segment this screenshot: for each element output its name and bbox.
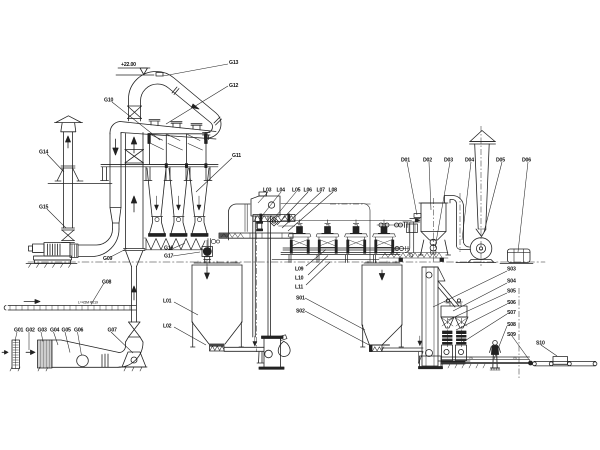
svg-text:L06: L06 bbox=[304, 188, 313, 194]
svg-text:G16: G16 bbox=[164, 246, 174, 252]
svg-text:G03: G03 bbox=[38, 328, 48, 334]
svg-text:S09: S09 bbox=[507, 332, 516, 338]
svg-text:G06: G06 bbox=[74, 328, 84, 334]
svg-text:+22.00: +22.00 bbox=[121, 62, 136, 68]
svg-text:S04: S04 bbox=[507, 279, 516, 285]
svg-text:D01: D01 bbox=[401, 158, 410, 164]
svg-text:D05: D05 bbox=[496, 158, 505, 164]
svg-text:L07: L07 bbox=[317, 188, 326, 194]
svg-text:S03: S03 bbox=[507, 267, 516, 273]
svg-text:G09: G09 bbox=[103, 256, 113, 262]
svg-text:S02: S02 bbox=[296, 309, 305, 315]
svg-text:L02: L02 bbox=[163, 324, 172, 330]
svg-text:L=4.5M Φ219: L=4.5M Φ219 bbox=[78, 301, 98, 305]
svg-text:G08: G08 bbox=[102, 280, 112, 286]
svg-text:G07: G07 bbox=[108, 328, 118, 334]
svg-text:L11: L11 bbox=[295, 285, 303, 291]
svg-text:D03: D03 bbox=[444, 158, 453, 164]
svg-text:G15: G15 bbox=[39, 205, 49, 211]
svg-text:L05: L05 bbox=[292, 188, 301, 194]
svg-text:G02: G02 bbox=[26, 328, 36, 334]
svg-text:L10: L10 bbox=[295, 276, 304, 282]
svg-text:S10: S10 bbox=[536, 341, 545, 347]
svg-text:D02: D02 bbox=[423, 158, 432, 164]
svg-text:G14: G14 bbox=[39, 150, 49, 156]
svg-text:G17: G17 bbox=[164, 254, 174, 260]
svg-text:S07: S07 bbox=[507, 310, 516, 316]
svg-text:L03: L03 bbox=[263, 188, 272, 194]
svg-text:G01: G01 bbox=[14, 328, 24, 334]
svg-text:G10: G10 bbox=[104, 98, 114, 104]
svg-text:G05: G05 bbox=[62, 328, 72, 334]
svg-text:L09: L09 bbox=[295, 267, 304, 273]
svg-text:G11: G11 bbox=[232, 153, 241, 159]
svg-text:D06: D06 bbox=[522, 158, 531, 164]
svg-text:G12: G12 bbox=[229, 83, 239, 89]
svg-text:S05: S05 bbox=[507, 289, 516, 295]
svg-text:D04: D04 bbox=[465, 158, 474, 164]
svg-text:L01: L01 bbox=[163, 299, 172, 305]
svg-text:G13: G13 bbox=[229, 60, 239, 66]
svg-text:S01: S01 bbox=[296, 296, 305, 302]
svg-text:G04: G04 bbox=[50, 328, 60, 334]
svg-text:L08: L08 bbox=[329, 188, 338, 194]
svg-text:S08: S08 bbox=[507, 322, 516, 328]
svg-text:S06: S06 bbox=[507, 300, 516, 306]
svg-text:L04: L04 bbox=[277, 188, 286, 194]
